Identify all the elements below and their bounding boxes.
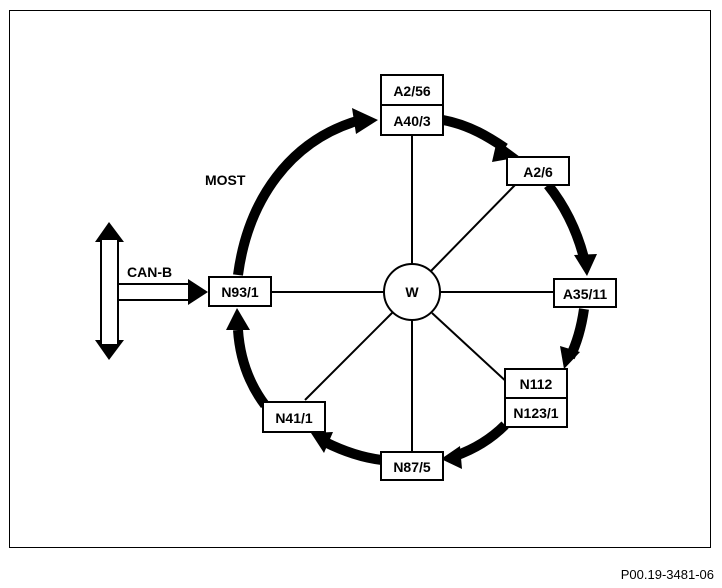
- node-n112: N112: [504, 368, 568, 399]
- spoke-n41-1: [304, 311, 394, 401]
- node-n41-1-label: N41/1: [275, 410, 313, 426]
- node-a2-6-label: A2/6: [523, 164, 553, 180]
- can-b-bus: [95, 222, 208, 360]
- arrowhead-a35-icon: [574, 254, 597, 276]
- most-ring-label: MOST: [205, 172, 246, 188]
- diagram-frame: [9, 10, 711, 548]
- ring-arc-n87-to-n41: [322, 437, 383, 465]
- figure-id: P00.19-3481-06: [620, 567, 714, 582]
- ring-arc-n41-to-n93: [233, 329, 270, 408]
- node-a2-56-label: A2/56: [393, 83, 431, 99]
- node-n123-1-label: N123/1: [513, 405, 558, 421]
- node-a35-11-label: A35/11: [563, 286, 608, 302]
- node-a2-6: A2/6: [506, 156, 570, 186]
- arrowhead-n87-icon: [441, 446, 462, 469]
- arrowhead-n112-icon: [560, 346, 580, 369]
- hub-w-circle: [383, 263, 441, 321]
- node-n41-1: N41/1: [262, 401, 326, 433]
- node-a40-3: A40/3: [380, 104, 444, 136]
- node-n87-5-label: N87/5: [393, 459, 431, 475]
- arrowhead-n93-icon: [226, 308, 250, 330]
- ring-arc-n93-to-a40: [233, 115, 362, 276]
- ring-arc-a40-to-a2-6: [441, 115, 508, 153]
- node-n93-1: N93/1: [208, 276, 272, 307]
- hub-w: W: [383, 263, 441, 321]
- can-b-label: CAN-B: [127, 264, 172, 280]
- can-b-up-arrow-icon: [95, 222, 124, 242]
- can-b-down-arrow-icon: [95, 340, 124, 360]
- node-n87-5: N87/5: [380, 451, 444, 481]
- spoke-n112: [431, 312, 511, 386]
- can-b-right-arrow-icon: [188, 279, 208, 305]
- arrowhead-n41-icon: [311, 432, 333, 453]
- node-n112-label: N112: [520, 376, 553, 392]
- can-b-bus-fill: [102, 240, 117, 344]
- node-a2-56: A2/56: [380, 74, 444, 106]
- arrowhead-a40-icon: [352, 108, 378, 134]
- spokes: [272, 135, 555, 452]
- ring-arc-a2-6-to-a35: [544, 181, 589, 260]
- ring-arc-n123-to-n87: [453, 421, 509, 461]
- node-n93-1-label: N93/1: [221, 284, 259, 300]
- hub-w-label: W: [405, 284, 419, 300]
- node-n123-1: N123/1: [504, 397, 568, 428]
- node-a40-3-label: A40/3: [393, 113, 431, 129]
- node-a35-11: A35/11: [553, 278, 617, 308]
- spoke-a2-6: [429, 184, 516, 273]
